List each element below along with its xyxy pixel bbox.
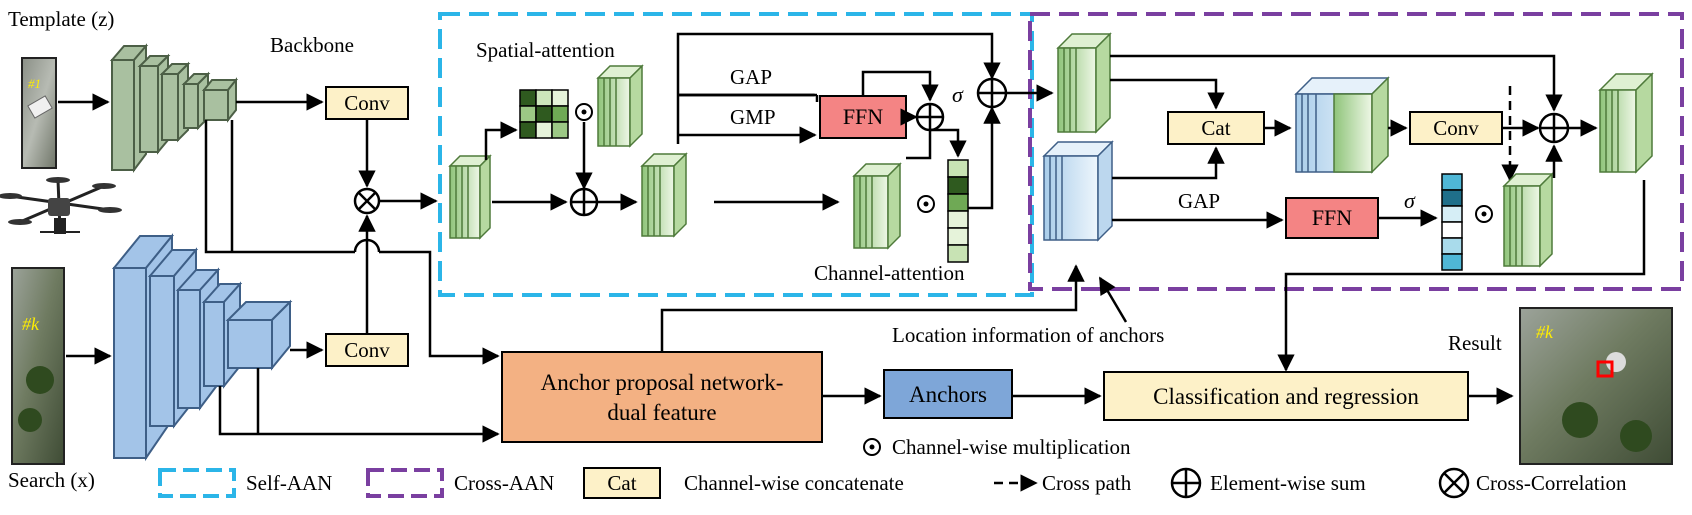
- sigma-cross: σ: [1404, 188, 1416, 213]
- cross-aan-output-feature: [1598, 72, 1654, 174]
- ffn-self-box: [819, 95, 907, 139]
- sigma-self: σ: [952, 82, 964, 107]
- ffn-cross-label: FFN: [1312, 205, 1352, 230]
- legend-cross-path-label: Cross path: [1042, 471, 1132, 495]
- channel-attention-vector: [947, 159, 969, 263]
- conv-bottom-box: [325, 333, 409, 367]
- cross-aan-green-feature: [1056, 32, 1112, 134]
- legend-channel-concat-label: Channel-wise concatenate: [684, 471, 904, 495]
- legend-cross-path: Cross path: [994, 471, 1132, 495]
- self-aan-mid-feature: [640, 152, 688, 238]
- ffn-self-label: FFN: [843, 104, 883, 129]
- gap-label-cross: GAP: [1178, 189, 1220, 213]
- classification-regression-box: [1103, 371, 1469, 421]
- conv-top-box: [325, 86, 409, 120]
- cross-aan-weighted-feature: [1502, 172, 1554, 268]
- self-aan-out-feature: [852, 162, 902, 250]
- anchor-proposal-network-box: [501, 351, 823, 443]
- result-image: #k: [1519, 307, 1673, 465]
- legend-elem-sum: Element-wise sum: [1170, 467, 1366, 499]
- channel-attention-label: Channel-attention: [814, 261, 965, 285]
- anchors-label: Anchors: [909, 382, 987, 407]
- gmp-label-self: GMP: [730, 105, 776, 129]
- cross-correlation-op: [353, 187, 381, 215]
- channel-mult-op-3: [1475, 205, 1493, 223]
- result-frame-tag: #k: [1536, 322, 1554, 342]
- legend-self-aan-label: Self-AAN: [246, 471, 332, 495]
- template-backbone: [109, 43, 239, 173]
- spatial-attention-map: [519, 89, 569, 139]
- result-label: Result: [1448, 331, 1502, 355]
- element-sum-op-1: [569, 187, 599, 217]
- template-frame-tag: #1: [28, 76, 41, 91]
- search-frame-tag: #k: [22, 314, 40, 334]
- drone-icon: [0, 177, 122, 234]
- anchor-net-line2: dual feature: [607, 400, 716, 425]
- search-image: #k: [11, 267, 65, 465]
- anchor-net-line1: Anchor proposal network-: [541, 370, 784, 395]
- cross-aan-region: [1028, 12, 1684, 291]
- legend-elem-sum-label: Element-wise sum: [1210, 471, 1366, 495]
- search-backbone: [111, 233, 293, 462]
- legend-self-aan: Self-AAN: [158, 468, 332, 498]
- spatial-attention-label: Spatial-attention: [476, 38, 615, 62]
- element-sum-op-2: [915, 102, 945, 132]
- cross-channel-vector: [1441, 173, 1463, 271]
- search-label: Search (x): [8, 468, 95, 492]
- classification-regression-label: Classification and regression: [1153, 384, 1419, 409]
- ffn-cross-box: [1285, 197, 1379, 239]
- legend-cross-aan-label: Cross-AAN: [454, 471, 554, 495]
- legend-cross-corr-label: Cross-Correlation: [1476, 471, 1627, 495]
- template-label: Template (z): [8, 7, 114, 31]
- result-bounding-box: [1596, 360, 1614, 378]
- legend-cross-aan: Cross-AAN: [366, 468, 554, 498]
- legend-channel-mult: Channel-wise multiplication: [863, 435, 1131, 459]
- cat-label: Cat: [1201, 116, 1230, 140]
- template-image: #1: [21, 57, 57, 169]
- element-sum-op-4: [1538, 112, 1570, 144]
- legend-cat-label: Cat: [607, 471, 636, 495]
- spatial-feature-stack: [596, 64, 644, 148]
- conv-bottom-label: Conv: [344, 338, 390, 362]
- legend-cross-corr: Cross-Correlation: [1438, 467, 1627, 499]
- concat-feature: [1294, 76, 1390, 174]
- channel-mult-op-2: [917, 195, 935, 213]
- anchors-box: [883, 369, 1013, 419]
- conv-top-label: Conv: [344, 91, 390, 115]
- legend-channel-mult-label: Channel-wise multiplication: [892, 435, 1131, 459]
- gap-label-self: GAP: [730, 65, 772, 89]
- self-aan-input-feature: [448, 154, 492, 240]
- cross-aan-blue-feature: [1042, 140, 1114, 242]
- legend-cat: Cat Channel-wise concatenate: [583, 467, 904, 499]
- channel-mult-op-1: [575, 103, 593, 121]
- conv-cross-label: Conv: [1433, 116, 1479, 140]
- element-sum-op-3: [976, 77, 1008, 109]
- backbone-label: Backbone: [270, 33, 354, 57]
- location-info-label: Location information of anchors: [892, 323, 1164, 347]
